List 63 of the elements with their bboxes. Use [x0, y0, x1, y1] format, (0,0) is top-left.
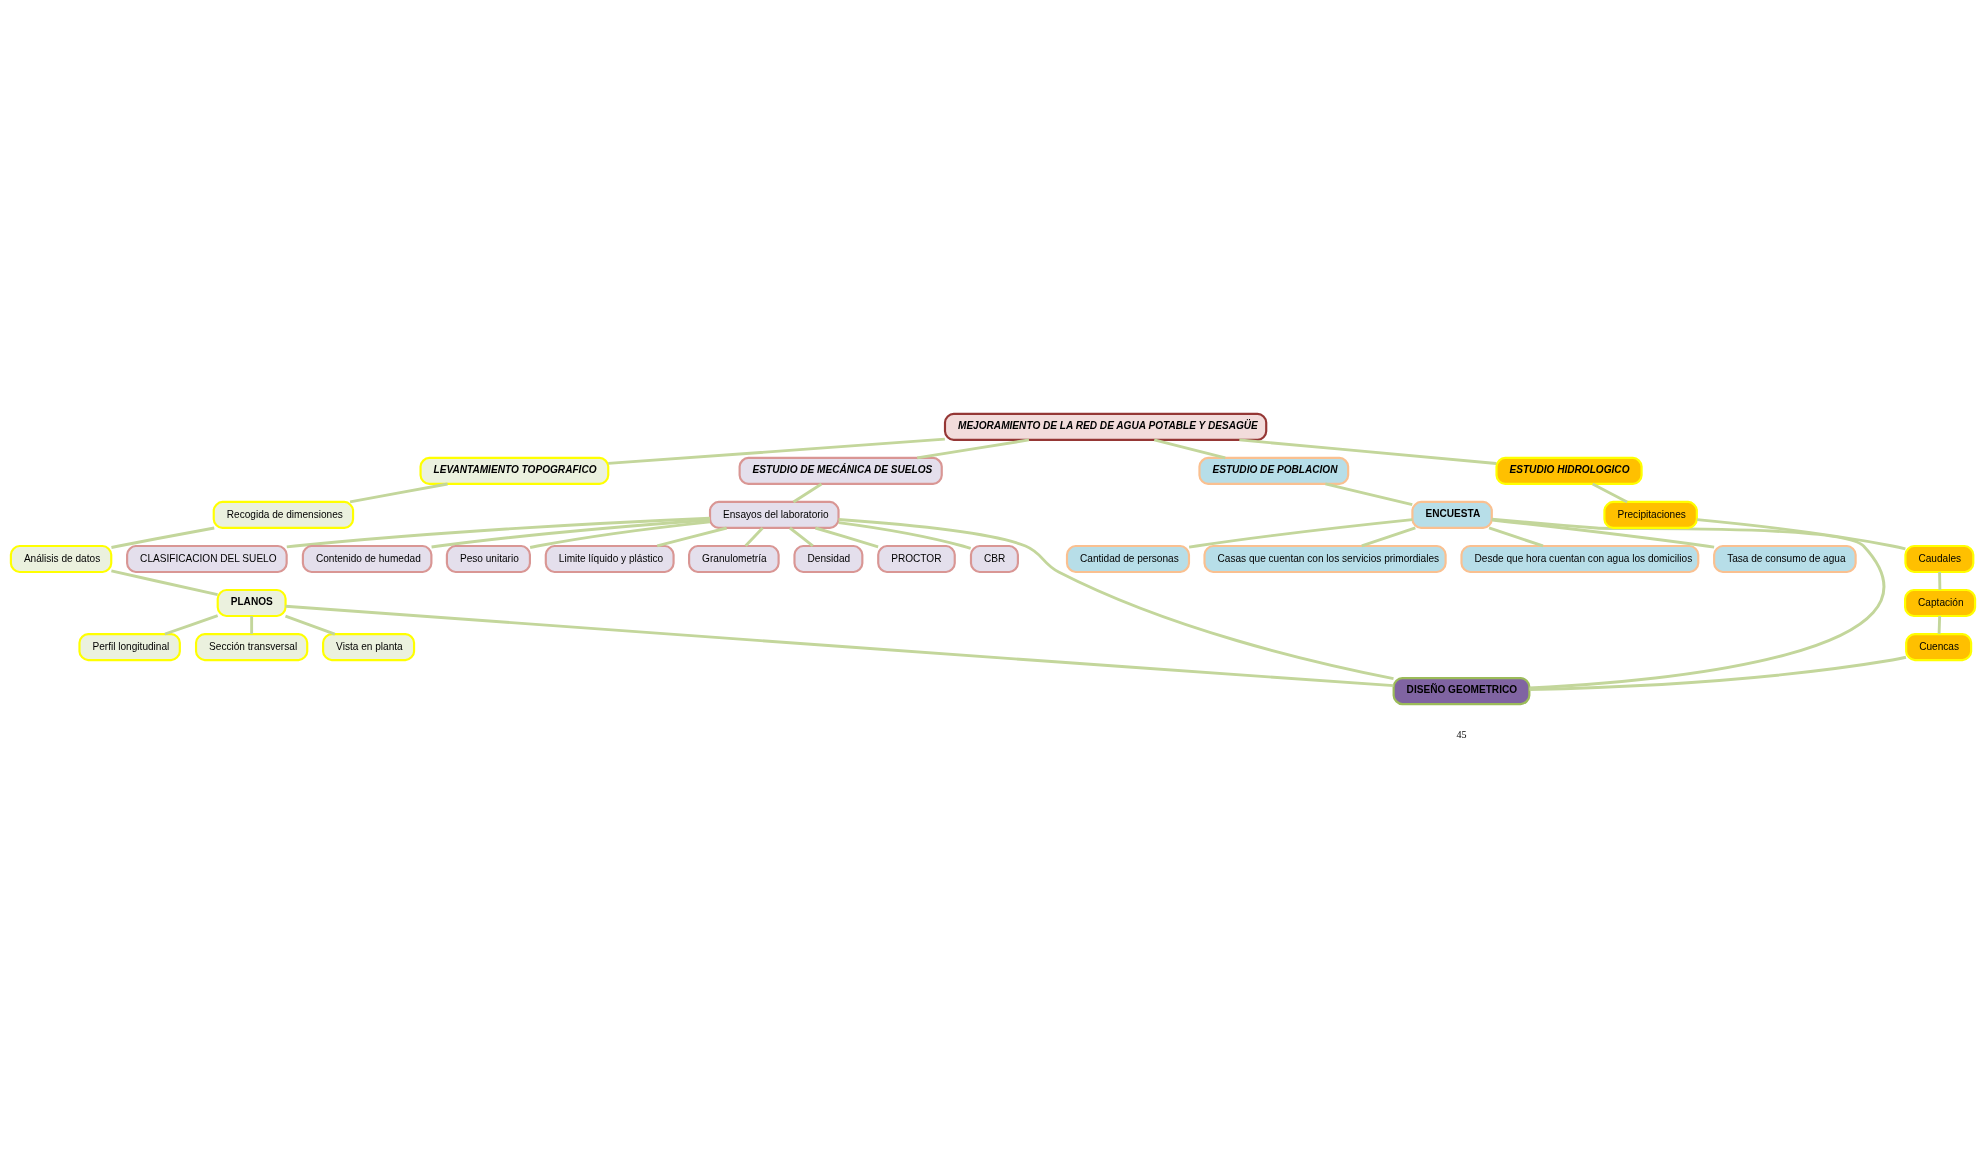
node-box: Recogida de dimensiones [212, 500, 355, 530]
connector [1696, 518, 1906, 551]
node-box: PROCTOR [877, 544, 956, 574]
node-box: Perfil longitudinal [78, 632, 181, 662]
node-box: Análisis de datos [9, 544, 113, 574]
connector [529, 520, 711, 549]
connector [1491, 517, 1885, 690]
connector [608, 437, 945, 465]
node-box: Peso unitario [445, 544, 531, 574]
connector [792, 482, 823, 504]
node-box: Sección transversal [194, 632, 309, 662]
connector [111, 526, 215, 549]
connector [1188, 518, 1413, 549]
connector [838, 518, 1394, 680]
connector [1488, 526, 1544, 548]
connector [285, 604, 1394, 688]
node-box: Precipitaciones [1603, 500, 1698, 530]
connector [916, 438, 1030, 460]
connector [1938, 572, 1942, 590]
node-box: ENCUESTA [1411, 500, 1493, 530]
connector [1591, 482, 1628, 504]
node-box: Limite líquido y plástico [544, 544, 675, 574]
connector [164, 614, 219, 636]
node-box: PLANOS [216, 588, 287, 618]
connector [838, 521, 972, 550]
node-box: DISEÑO GEOMETRICO [1392, 677, 1531, 706]
node-box: Cantidad de personas [1065, 544, 1191, 574]
connector [1239, 438, 1497, 465]
node-box: CBR [969, 544, 1019, 574]
node-box: Casas que cuentan con los servicios primordiales [1203, 544, 1447, 574]
node-box: Vista en planta [322, 632, 416, 662]
connector [111, 569, 218, 597]
connector [250, 616, 254, 634]
node-box: LEVANTAMIENTO TOPOGRAFICO [419, 456, 610, 485]
connector [1325, 482, 1413, 507]
node-box: ESTUDIO HIDROLOGICO [1495, 456, 1643, 485]
node-box: ESTUDIO DE MECÁNICA DE SUELOS [738, 456, 943, 485]
connector [431, 518, 710, 549]
connector [286, 516, 711, 549]
label: 45 [1456, 728, 1467, 740]
node-box: MEJORAMIENTO DE LA RED DE AGUA POTABLE Y DESAGÜE [943, 412, 1268, 441]
node-box: Densidad [793, 544, 864, 574]
node-box: Tasa de consumo de agua [1713, 544, 1857, 574]
node-box: Caudales [1904, 544, 1975, 574]
node-box: CLASIFICACION DEL SUELO [126, 544, 288, 574]
connector [1361, 526, 1416, 548]
connector [1937, 616, 1942, 634]
node-box: Contenido de humedad [301, 544, 433, 574]
connector [744, 527, 764, 547]
connector [1529, 655, 1907, 691]
node-box: Desde que hora cuentan con agua los domicilios [1460, 544, 1700, 574]
connector [815, 526, 879, 549]
node-box: Granulometría [688, 544, 780, 574]
node-box: Captación [1904, 588, 1977, 618]
connector [349, 482, 448, 504]
connector [1153, 438, 1226, 460]
node-box: Cuencas [1905, 632, 1973, 662]
connector [1491, 518, 1715, 549]
connector [284, 614, 336, 636]
connector [789, 526, 814, 548]
connector [656, 526, 728, 548]
node-box: Ensayos del laboratorio [708, 500, 840, 530]
node-box: ESTUDIO DE POBLACION [1198, 456, 1350, 485]
